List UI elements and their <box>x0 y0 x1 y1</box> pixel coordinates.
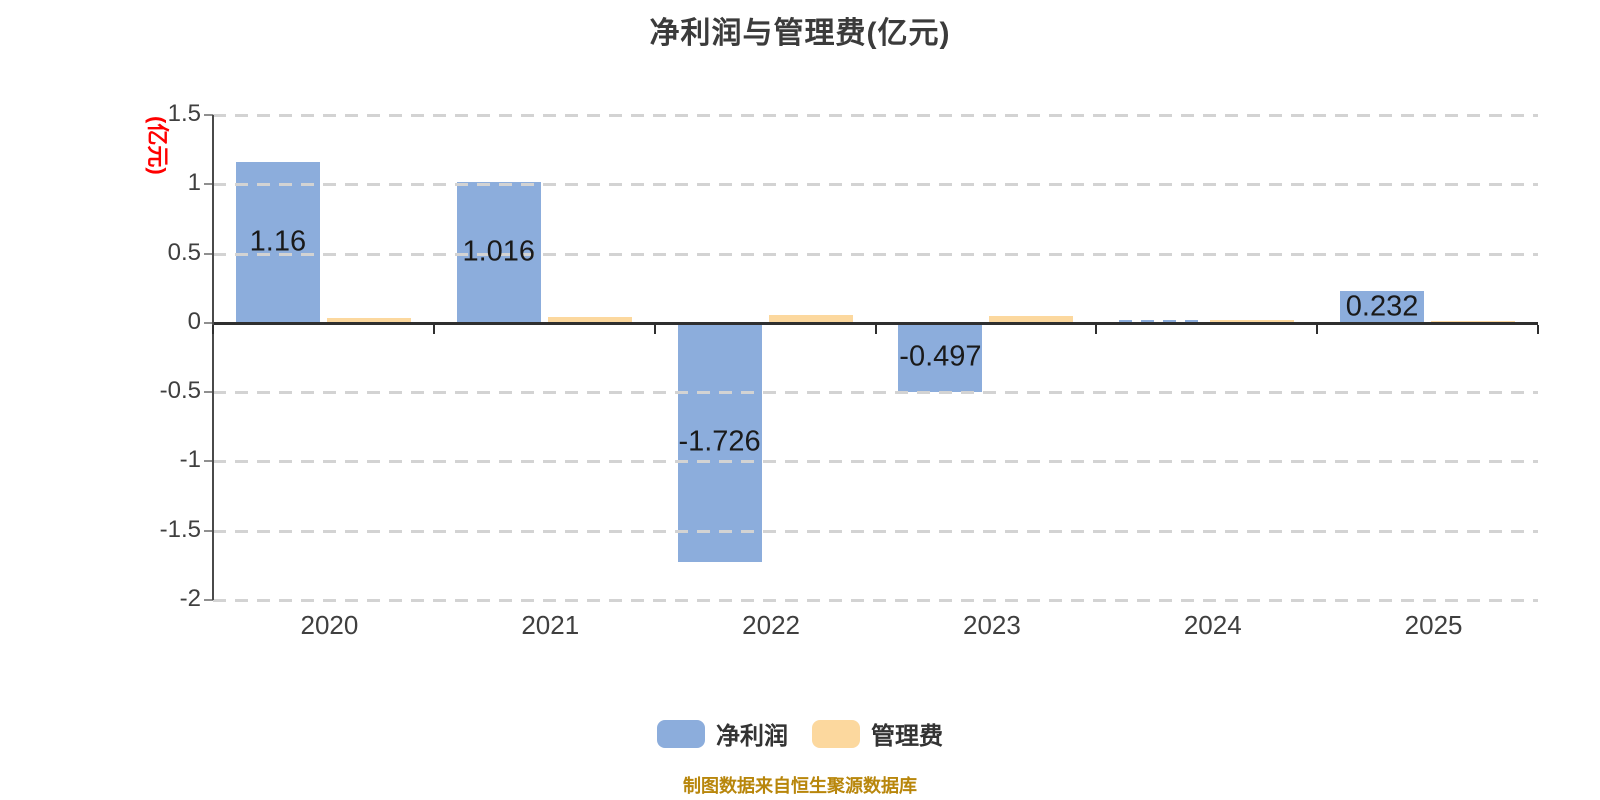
y-tick-mark <box>204 599 213 601</box>
y-tick-label: -1 <box>179 446 201 474</box>
gridline-y--2 <box>213 599 1538 602</box>
x-tick-mark <box>432 324 435 334</box>
x-tick-label-2021: 2021 <box>521 610 580 640</box>
bar-management-fee-2023[interactable] <box>989 315 1074 323</box>
bar-value-label-net-profit-2022: -1.726 <box>678 425 761 458</box>
bar-management-fee-2024[interactable] <box>1210 320 1295 323</box>
bar-net-profit-2021[interactable] <box>456 182 541 323</box>
legend: 净利润 管理费 <box>0 716 1600 751</box>
legend-label-management-fee: 管理费 <box>871 723 943 750</box>
data-source-note: 制图数据来自恒生聚源数据库 <box>683 776 917 796</box>
bar-net-profit-2023[interactable] <box>898 322 983 392</box>
x-tick-label-2025: 2025 <box>1404 610 1463 640</box>
legend-swatch-net-profit <box>657 719 705 748</box>
x-tick-label-2023: 2023 <box>962 610 1021 640</box>
gridline-y--1.5 <box>213 529 1538 533</box>
bar-net-profit-2024[interactable] <box>1119 319 1204 323</box>
bar-net-profit-2020[interactable] <box>235 162 320 323</box>
y-tick-mark <box>204 321 213 324</box>
y-tick-label: 1.5 <box>167 100 201 127</box>
y-tick-mark <box>204 391 213 394</box>
y-tick-mark <box>204 183 213 186</box>
legend-label-net-profit: 净利润 <box>716 723 788 750</box>
bar-value-label-net-profit-2023: -0.497 <box>899 340 982 373</box>
gridline-y--0.5 <box>213 391 1538 395</box>
y-tick-label: -1.5 <box>159 515 201 543</box>
bar-management-fee-2022[interactable] <box>768 314 853 323</box>
chart-title: 净利润与管理费(亿元) <box>649 17 951 50</box>
x-tick-mark <box>1095 324 1098 334</box>
x-tick-label-2024: 2024 <box>1183 610 1242 640</box>
legend-item-management-fee[interactable]: 管理费 <box>812 716 943 751</box>
bar-management-fee-2025[interactable] <box>1431 320 1516 323</box>
x-tick-mark <box>653 324 656 334</box>
bar-management-fee-2020[interactable] <box>326 318 411 323</box>
y-tick-mark <box>204 529 213 532</box>
y-tick-label: -0.5 <box>159 377 201 405</box>
gridline-y-1.5 <box>213 114 1538 117</box>
y-tick-mark <box>204 460 213 463</box>
x-tick-label-2022: 2022 <box>742 610 800 640</box>
legend-swatch-management-fee <box>812 719 860 748</box>
gridline-y-0.5 <box>213 252 1538 256</box>
bar-value-label-net-profit-2021: 1.016 <box>462 235 536 268</box>
bar-value-label-net-profit-2020: 1.16 <box>249 225 307 258</box>
y-tick-label: -2 <box>179 585 201 612</box>
y-tick-label: 0.5 <box>167 238 201 266</box>
x-tick-mark <box>212 324 214 334</box>
x-tick-mark <box>874 324 877 334</box>
legend-item-net-profit[interactable]: 净利润 <box>657 716 788 751</box>
gridline-y--1 <box>213 460 1538 464</box>
x-tick-mark <box>1537 324 1539 334</box>
y-axis-line <box>212 115 214 600</box>
x-tick-mark <box>1316 324 1319 334</box>
y-tick-mark <box>204 252 213 255</box>
bar-net-profit-2022[interactable] <box>677 322 762 563</box>
y-tick-mark <box>204 114 213 116</box>
bar-net-profit-2025[interactable] <box>1340 290 1425 323</box>
bar-management-fee-2021[interactable] <box>547 316 632 323</box>
y-tick-label: 0 <box>187 307 201 335</box>
zero-axis-line <box>213 321 1538 325</box>
y-tick-label: 1 <box>187 169 201 197</box>
x-tick-label-2020: 2020 <box>300 610 359 640</box>
bar-value-label-net-profit-2025: 0.232 <box>1345 290 1419 323</box>
gridline-y-1 <box>213 183 1538 187</box>
